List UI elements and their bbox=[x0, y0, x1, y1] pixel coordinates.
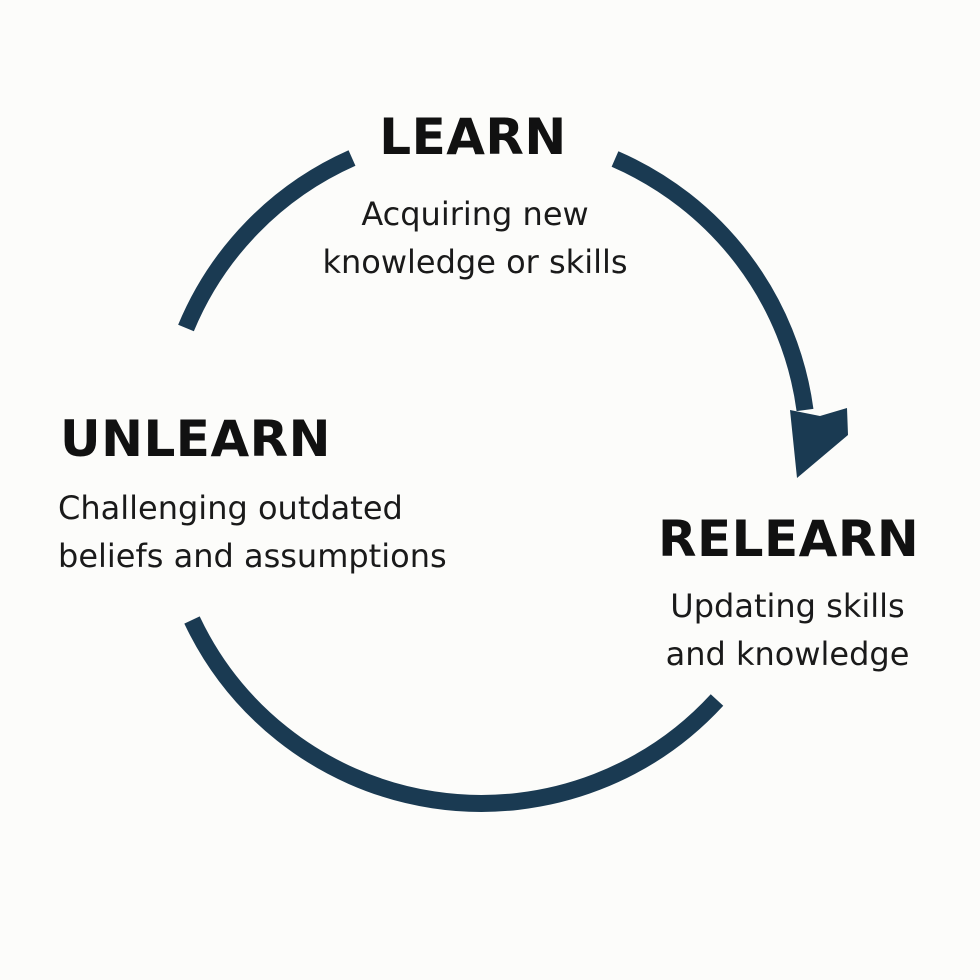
arc-upper-left bbox=[178, 150, 356, 332]
unlearn-description-line: beliefs and assumptions bbox=[58, 537, 447, 575]
relearn-description: Updating skills and knowledge bbox=[650, 582, 925, 678]
arc-upper-right bbox=[611, 151, 814, 412]
relearn-description-line: Updating skills bbox=[670, 587, 905, 625]
learn-description-line: knowledge or skills bbox=[322, 243, 628, 281]
unlearn-description: Challenging outdated beliefs and assumpt… bbox=[58, 484, 447, 580]
learn-description-line: Acquiring new bbox=[361, 195, 589, 233]
unlearn-title: UNLEARN bbox=[60, 410, 332, 468]
learn-description: Acquiring new knowledge or skills bbox=[0, 190, 950, 286]
arrowhead bbox=[790, 408, 848, 478]
unlearn-description-line: Challenging outdated bbox=[58, 489, 403, 527]
arc-bottom bbox=[184, 616, 724, 812]
relearn-title: RELEARN bbox=[658, 510, 920, 568]
learn-title: LEARN bbox=[379, 108, 567, 166]
relearn-description-line: and knowledge bbox=[665, 635, 910, 673]
